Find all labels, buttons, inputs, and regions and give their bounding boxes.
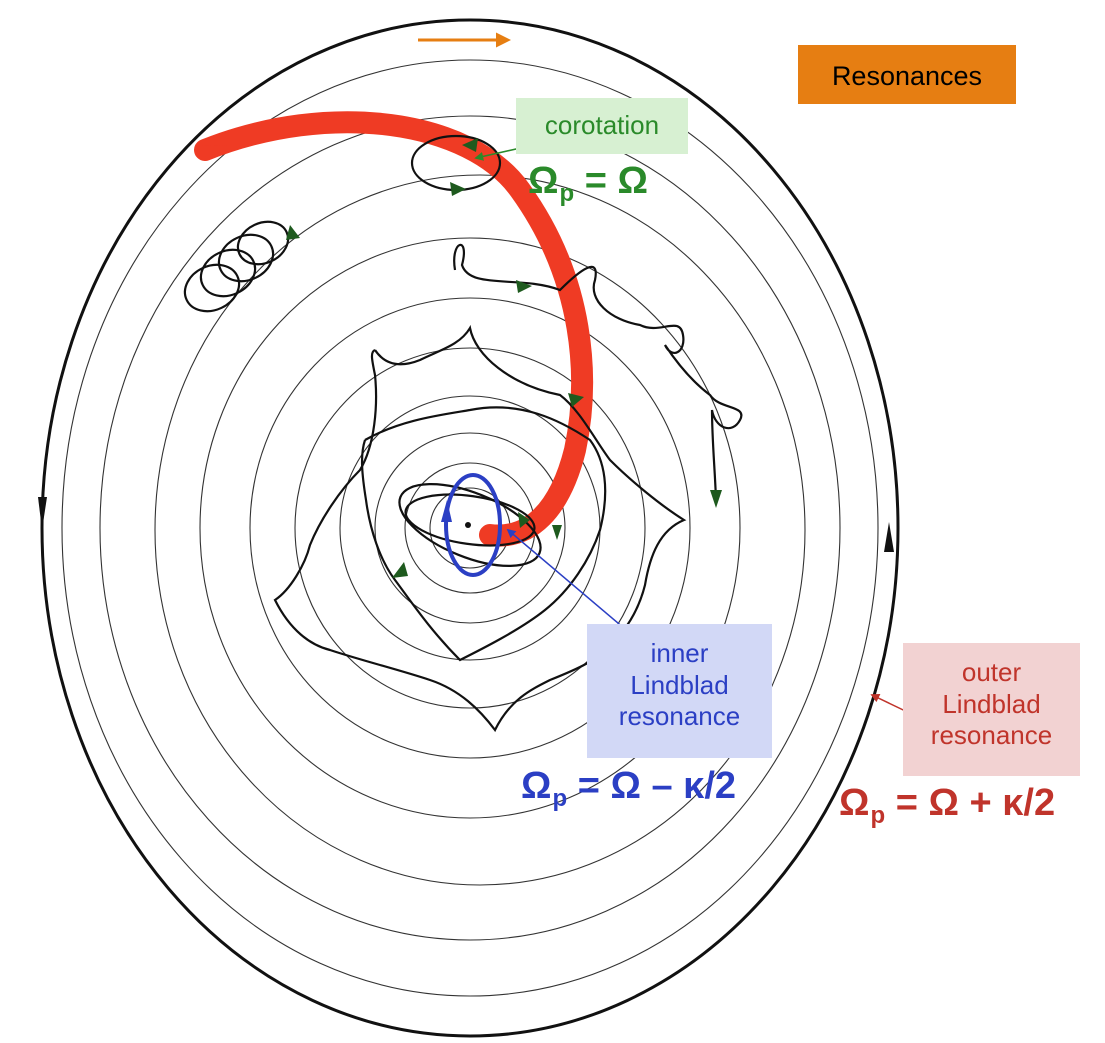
orbit-ring-2 xyxy=(99,115,841,941)
arrowhead xyxy=(518,512,530,528)
arrowhead xyxy=(392,562,408,578)
title-box xyxy=(798,45,1016,104)
outer-label-line-2: Lindblad xyxy=(942,688,1041,719)
arrowhead xyxy=(462,138,478,152)
outer-orbit-arrow-right xyxy=(884,522,894,552)
spiral-arm xyxy=(194,111,594,547)
arrowhead xyxy=(450,182,466,196)
loop-orbit-4 xyxy=(236,220,290,266)
orbit-ring-8 xyxy=(374,432,566,624)
inner-lindblad-label-box xyxy=(587,624,772,758)
inner-lindblad-arrow xyxy=(441,500,452,522)
formula-omega: Ω xyxy=(521,765,552,807)
spiral-arm-tail xyxy=(200,132,230,158)
inner-label-line-3: resonance xyxy=(618,701,741,732)
outer-lindblad-label: outer Lindblad resonance xyxy=(903,657,1080,752)
loop-orbit-2 xyxy=(199,248,257,298)
inner-lindblad-formula: Ωp = Ω – κ/2 xyxy=(521,765,736,813)
outer-lindblad-formula: Ωp = Ω + κ/2 xyxy=(839,782,1055,830)
galaxy-center xyxy=(465,522,471,528)
orbit-ring-5 xyxy=(249,297,691,759)
formula-subscript: p xyxy=(870,802,886,829)
orbit-ring-1 xyxy=(61,59,879,997)
formula-rhs: = Ω xyxy=(574,160,648,202)
orbit-ring-3 xyxy=(154,174,806,886)
inner-lindblad-pointer xyxy=(506,528,639,641)
arrowhead xyxy=(552,525,562,540)
inner-lindblad-orbit xyxy=(444,473,502,577)
orbit-ring-4 xyxy=(199,237,741,819)
formula-subscript: p xyxy=(552,785,568,812)
outer-orbit-arrow-left xyxy=(38,497,47,530)
inner-label-line-1: inner xyxy=(650,638,709,668)
corotation-label-box xyxy=(516,98,688,154)
inner-elongated-orbit-2 xyxy=(404,493,536,547)
loop-orbit-3 xyxy=(217,233,275,283)
outer-orbit xyxy=(40,18,900,1038)
corotation-formula: Ωp = Ω xyxy=(528,160,648,208)
arrowhead xyxy=(516,280,532,293)
formula-omega: Ω xyxy=(528,160,559,202)
cusped-orbit-outer xyxy=(273,324,687,733)
orbit-ring-6 xyxy=(294,347,646,709)
formula-subscript: p xyxy=(559,180,575,207)
triangular-orbit xyxy=(360,406,607,662)
formula-rhs: = Ω + κ/2 xyxy=(885,782,1056,824)
arrowhead xyxy=(568,393,584,407)
formula-rhs: = Ω – κ/2 xyxy=(567,765,737,807)
arrowhead xyxy=(286,225,300,240)
formula-omega: Ω xyxy=(839,782,870,824)
corotation-label: corotation xyxy=(544,110,660,140)
circular-orbits xyxy=(61,59,879,997)
inner-elongated-orbit xyxy=(398,483,542,567)
orbit-direction-arrows xyxy=(286,138,722,578)
diagram-title: Resonances xyxy=(831,61,983,91)
outer-label-line-1: outer xyxy=(961,657,1022,687)
outer-lindblad-label-box xyxy=(903,643,1080,776)
inner-label-line-2: Lindblad xyxy=(630,669,729,700)
inner-lindblad-label: inner Lindblad resonance xyxy=(587,638,772,733)
arrowhead xyxy=(710,490,722,508)
outer-label-line-3: resonance xyxy=(930,720,1053,751)
loop-orbit-1 xyxy=(183,263,241,313)
looped-trajectory xyxy=(453,243,743,501)
